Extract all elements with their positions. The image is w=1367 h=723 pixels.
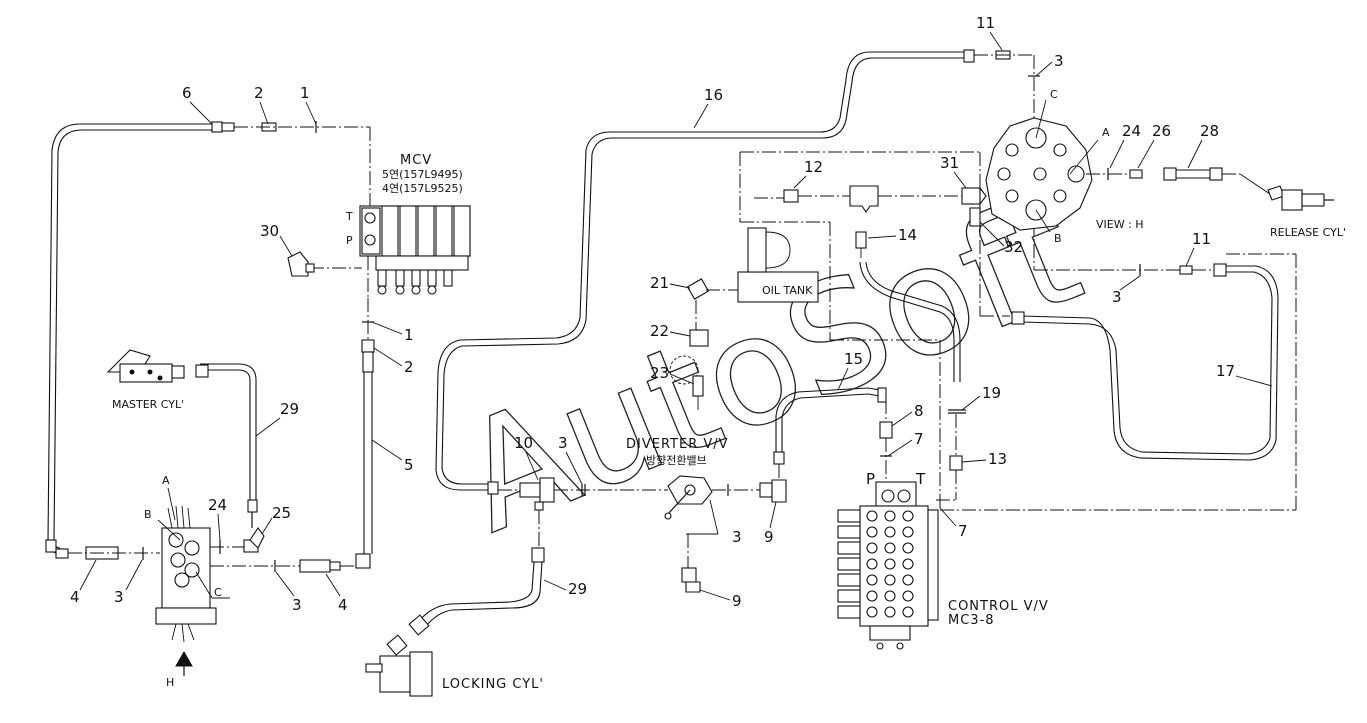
hose-16	[435, 51, 964, 491]
callout-5: 5	[404, 456, 414, 474]
control-valve-model: MC3-8	[948, 613, 995, 628]
callout-2: 2	[254, 84, 264, 102]
callout-3b: 3	[292, 596, 302, 614]
callout-4b: 4	[338, 596, 348, 614]
callout-3: 3	[114, 588, 124, 606]
release-cyl-label: RELEASE CYL'	[1270, 226, 1346, 239]
callout-2b: 2	[404, 358, 414, 376]
callout-3f: 3	[732, 528, 742, 546]
callout-9: 9	[764, 528, 774, 546]
locking-cylinder	[365, 651, 433, 697]
mcv-5-section: 5연(157L9495)	[382, 168, 463, 181]
callout-4: 4	[70, 588, 80, 606]
hose-17	[1021, 265, 1279, 461]
callout-19: 19	[982, 384, 1001, 402]
callout-32: 32	[1004, 238, 1023, 256]
callout-24: 24	[208, 496, 227, 514]
master-cylinder	[106, 349, 209, 383]
mcv-valve-block	[359, 205, 471, 295]
callout-15: 15	[844, 350, 863, 368]
unit-port-b: B	[144, 508, 152, 521]
hose-6	[47, 123, 212, 554]
view-port-c: C	[1050, 88, 1058, 101]
callout-14: 14	[898, 226, 917, 244]
callout-9b: 9	[732, 592, 742, 610]
callout-8: 8	[914, 402, 924, 420]
callout-31: 31	[940, 154, 959, 172]
callout-16: 16	[704, 86, 723, 104]
callout-7b: 7	[958, 522, 968, 540]
mcv-4-section: 4연(157L9525)	[382, 182, 463, 195]
diverter-label: DIVERTER V/V	[626, 437, 729, 452]
unit-port-a: A	[162, 474, 170, 487]
callout-17: 17	[1216, 362, 1235, 380]
callout-23: 23	[650, 364, 669, 382]
control-port-p: P	[866, 470, 875, 488]
diverter-korean-label: 방향전환밸브	[646, 454, 707, 467]
control-valve-label: CONTROL V/V	[948, 599, 1049, 614]
unit-port-c: C	[214, 586, 222, 599]
callout-10: 10	[514, 434, 533, 452]
callout-11b: 11	[1192, 230, 1211, 248]
callout-6: 6	[182, 84, 192, 102]
callout-22: 22	[650, 322, 669, 340]
callout-30: 30	[260, 222, 279, 240]
diverter-valve	[664, 475, 713, 520]
control-valve-mc3-8	[837, 481, 939, 650]
master-cyl-label: MASTER CYL'	[112, 398, 184, 411]
release-cylinder	[1267, 185, 1334, 211]
callout-21: 21	[650, 274, 669, 292]
view-h-flange	[985, 117, 1093, 231]
mcv-title: MCV	[400, 153, 432, 168]
callout-7: 7	[914, 430, 924, 448]
mcv-port-p: P	[346, 234, 353, 247]
oil-tank-label: OIL TANK	[762, 284, 813, 297]
callout-29: 29	[280, 400, 299, 418]
mcv-port-t: T	[345, 210, 353, 223]
callout-3e: 3	[558, 434, 568, 452]
locking-cyl-label: LOCKING CYL'	[442, 677, 544, 692]
callout-3c: 3	[1054, 52, 1064, 70]
callout-1: 1	[300, 84, 310, 102]
callout-3d: 3	[1112, 288, 1122, 306]
callout-28: 28	[1200, 122, 1219, 140]
callout-29b: 29	[568, 580, 587, 598]
oil-tank	[737, 271, 819, 303]
callout-11: 11	[976, 14, 995, 32]
view-port-b: B	[1054, 232, 1062, 245]
callout-25: 25	[272, 504, 291, 522]
view-port-a: A	[1102, 126, 1110, 139]
view-h-label: VIEW : H	[1096, 218, 1144, 231]
view-h-arrow-icon	[175, 650, 193, 667]
callout-24b: 24	[1122, 122, 1141, 140]
view-h-arrow-label: H	[166, 676, 174, 689]
control-port-t: T	[915, 470, 926, 488]
callout-1b: 1	[404, 326, 414, 344]
callout-12: 12	[804, 158, 823, 176]
callout-13: 13	[988, 450, 1007, 468]
callout-26: 26	[1152, 122, 1171, 140]
